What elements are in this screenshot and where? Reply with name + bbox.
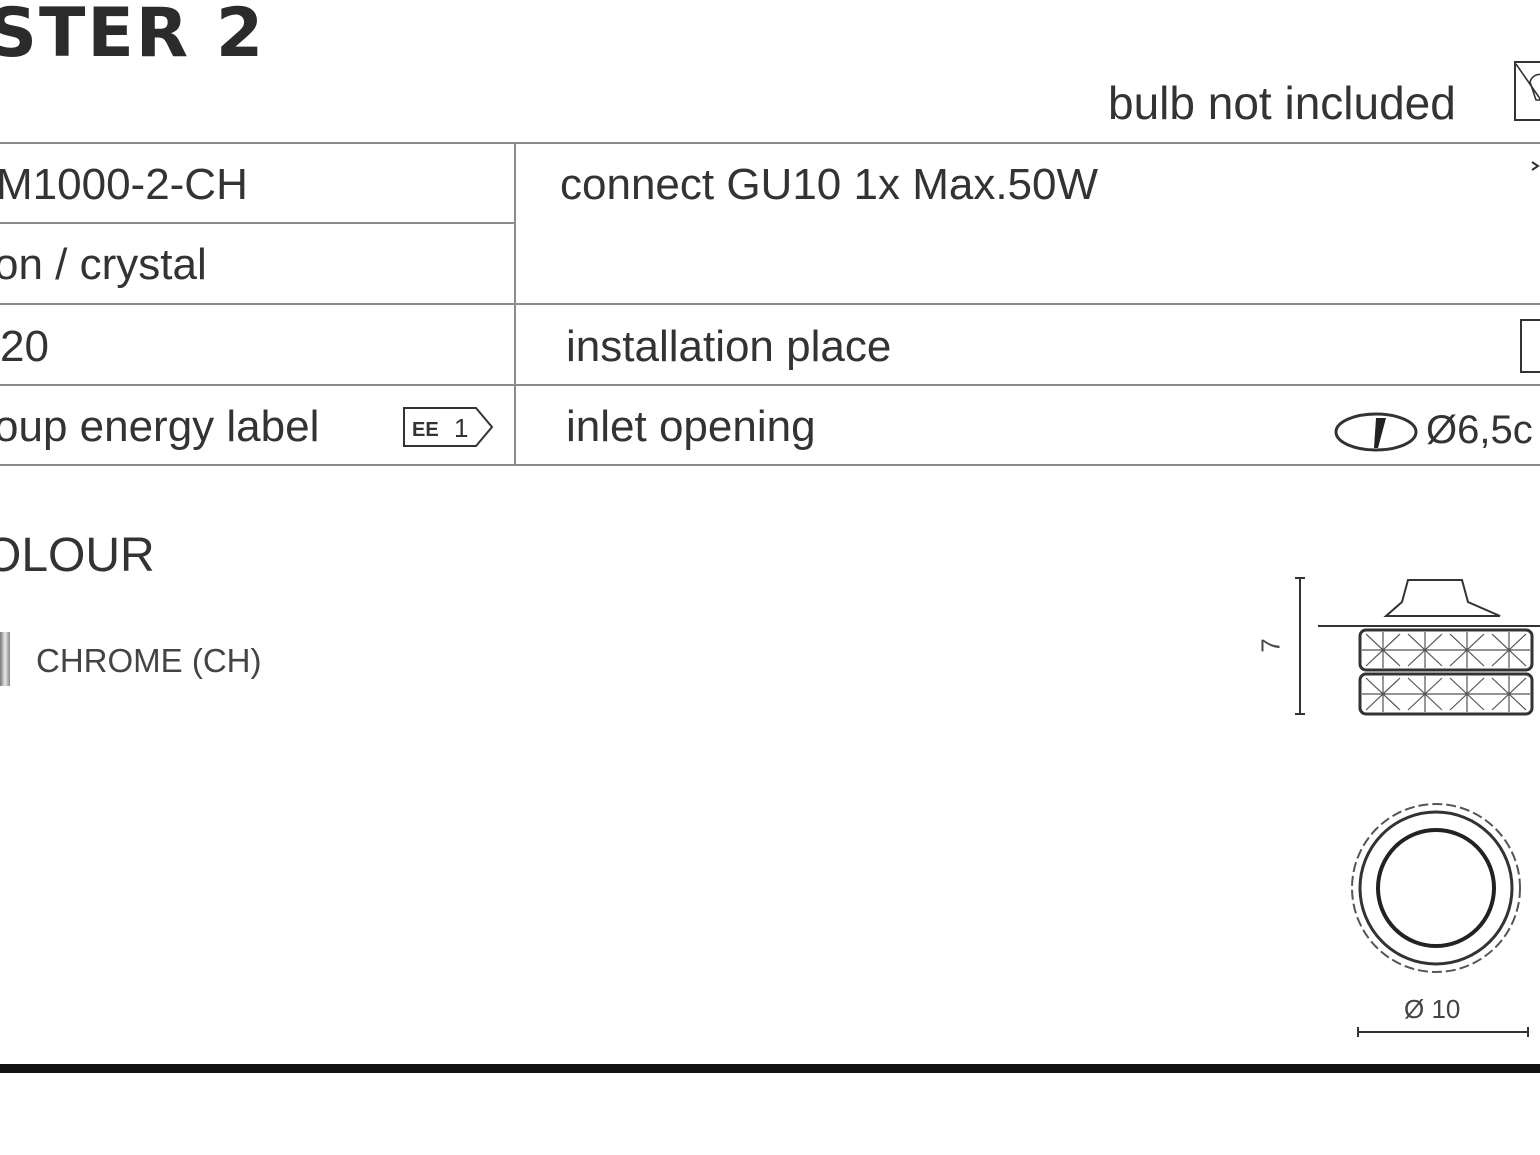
table-rule-row3 xyxy=(0,384,1540,386)
energy-class-number: 1 xyxy=(454,413,468,443)
top-view-drawing xyxy=(1351,803,1529,1037)
energy-class-badge: EE 1 xyxy=(403,407,494,447)
inlet-value: Ø6,5c xyxy=(1426,408,1533,452)
spec-ip: 20 xyxy=(0,322,49,371)
product-title: STER 2 xyxy=(0,0,266,73)
diameter-dimension: Ø 10 xyxy=(1404,994,1461,1024)
spec-connect: connect GU10 1x Max.50W xyxy=(560,160,1099,209)
table-rule-row1 xyxy=(0,222,516,224)
colour-swatch-chrome xyxy=(0,632,10,686)
side-view-drawing xyxy=(1295,577,1540,716)
table-rule-bottom xyxy=(0,464,1540,466)
inlet-opening-icon xyxy=(1334,412,1418,452)
colour-heading: OLOUR xyxy=(0,529,155,582)
spec-energy-label: oup energy label xyxy=(0,402,320,451)
colour-label-chrome: CHROME (CH) xyxy=(36,642,262,679)
table-rule-top xyxy=(0,142,1540,144)
height-dimension: 7 xyxy=(1255,638,1286,653)
spec-material: on / crystal xyxy=(0,240,207,289)
table-rule-middle xyxy=(514,142,516,466)
bottom-rule xyxy=(0,1064,1540,1073)
connect-arrow-icon xyxy=(1531,161,1540,171)
table-rule-row2 xyxy=(0,303,1540,305)
bulb-not-included-icon xyxy=(1514,61,1540,121)
spec-inlet: inlet opening xyxy=(566,402,816,451)
bulb-note: bulb not included xyxy=(1108,77,1456,129)
spec-code: M1000-2-CH xyxy=(0,160,248,209)
energy-class-label: EE xyxy=(412,419,439,441)
ceiling-installation-icon xyxy=(1520,319,1540,373)
spec-installation: installation place xyxy=(566,322,892,371)
